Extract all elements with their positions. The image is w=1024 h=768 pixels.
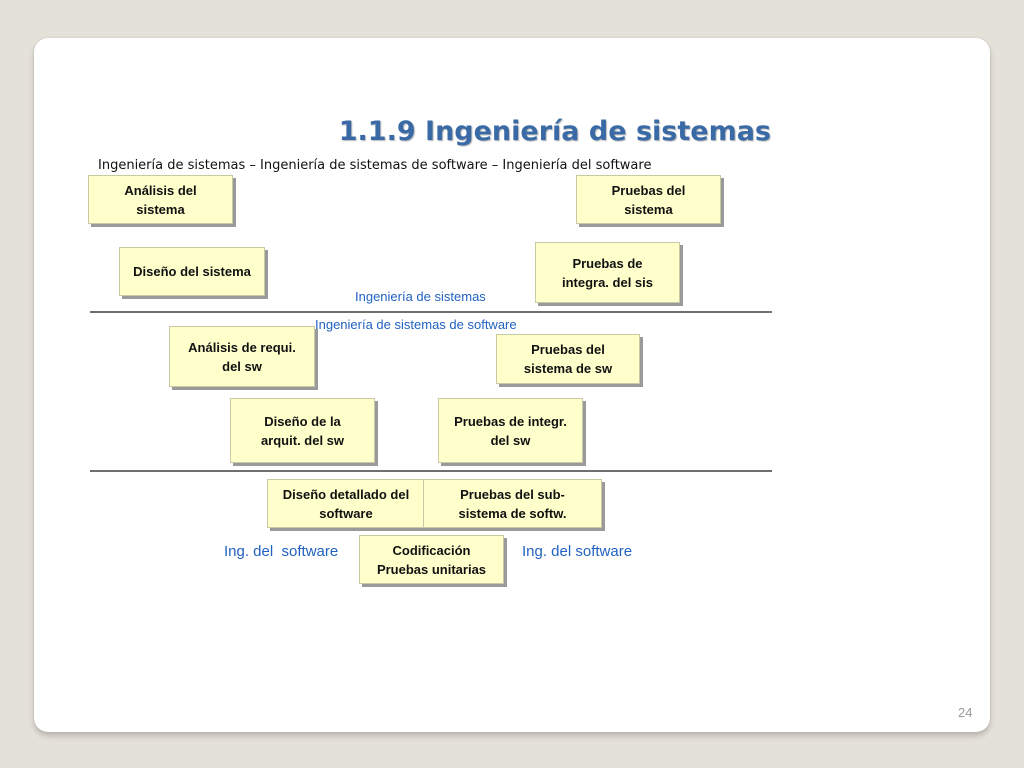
box-analisis-de-requi-del-sw: Análisis de requi.del sw bbox=[169, 326, 315, 387]
box-pruebas-de-integr-del-sw: Pruebas de integr.del sw bbox=[438, 398, 583, 463]
divider-line-2 bbox=[90, 470, 772, 472]
box-diseno-del-sistema: Diseño del sistema bbox=[119, 247, 265, 296]
slide-subtitle: Ingeniería de sistemas – Ingeniería de s… bbox=[98, 158, 652, 173]
page-number: 24 bbox=[958, 705, 973, 720]
label-ing-del-software-left: Ing. del software bbox=[224, 543, 339, 560]
label-ingenieria-de-sistemas-de-software: Ingeniería de sistemas de software bbox=[315, 317, 517, 332]
box-pruebas-del-subsistema: Pruebas del sub-sistema de softw. bbox=[423, 479, 602, 528]
divider-line-1 bbox=[90, 311, 772, 313]
label-ingenieria-de-sistemas: Ingeniería de sistemas bbox=[355, 289, 486, 304]
label-ing-del-software-right: Ing. del software bbox=[522, 543, 633, 560]
slide-title: 1.1.9 Ingeniería de sistemas bbox=[338, 116, 771, 147]
